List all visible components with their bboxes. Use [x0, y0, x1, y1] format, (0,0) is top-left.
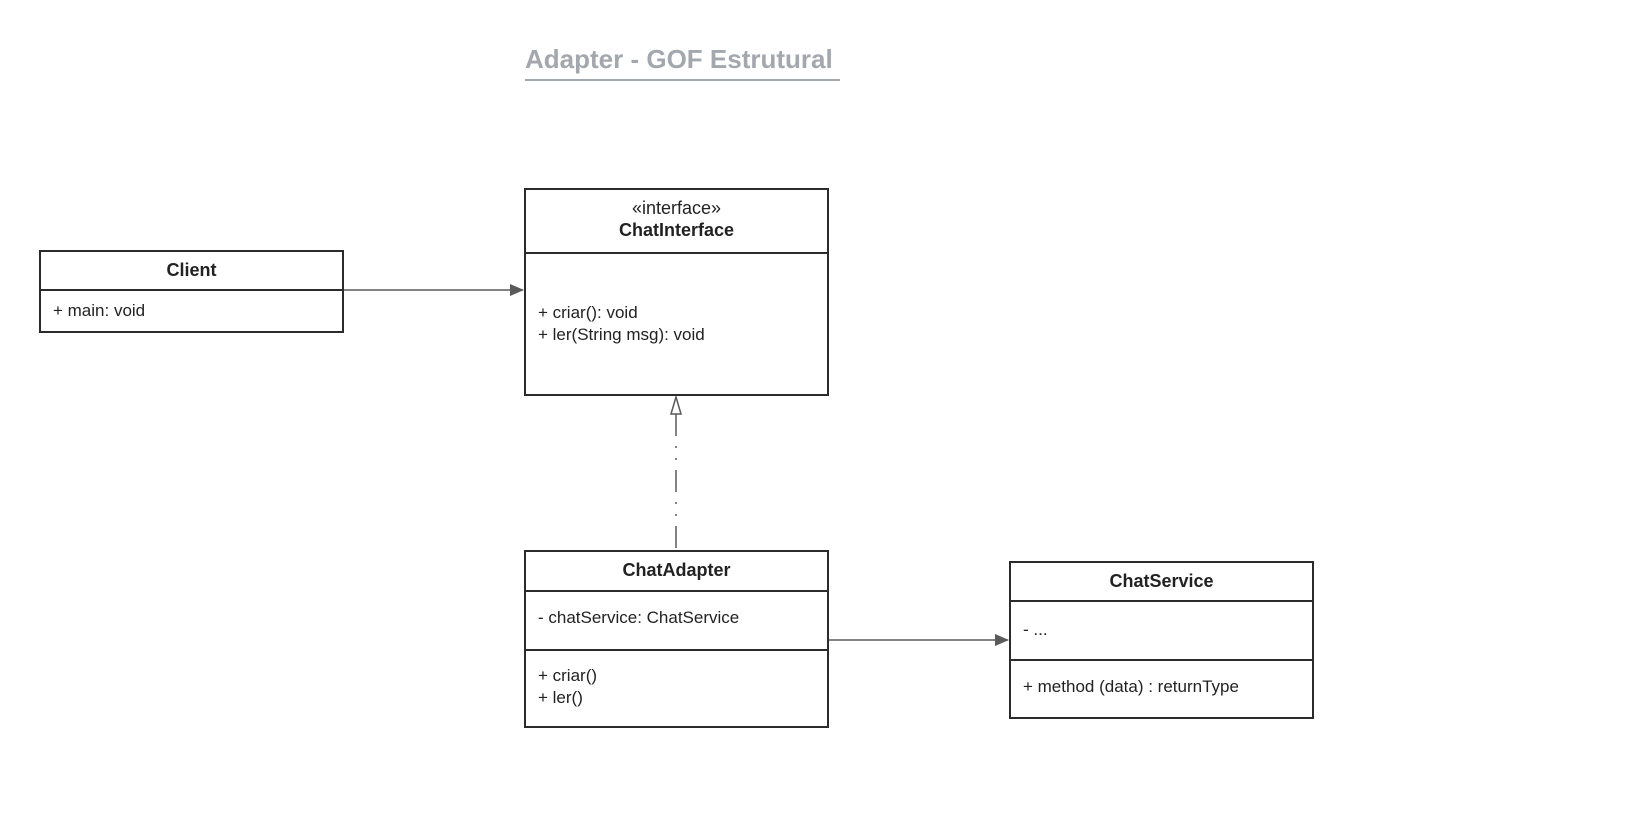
class-client-header: Client: [41, 252, 342, 289]
class-chatadapter-methods: + criar() + ler(): [526, 649, 827, 709]
class-chatinterface-method: + ler(String msg): void: [538, 325, 705, 344]
class-chatadapter-attributes: - chatService: ChatService: [526, 590, 827, 649]
class-chatservice-name: ChatService: [1109, 571, 1214, 591]
class-client[interactable]: Client + main: void: [39, 250, 344, 333]
class-client-methods: + main: void: [41, 289, 342, 322]
class-chatinterface[interactable]: «interface» ChatInterface + criar(): voi…: [524, 188, 829, 396]
class-client-method: + main: void: [53, 301, 146, 320]
class-chatinterface-method: + criar(): void: [538, 303, 638, 322]
class-chatservice-methods: + method (data) : returnType: [1011, 659, 1312, 698]
class-chatadapter-method: + ler(): [538, 688, 583, 707]
class-chatadapter-attribute: - chatService: ChatService: [538, 608, 740, 627]
class-chatservice-attribute: - ...: [1023, 620, 1048, 639]
class-chatadapter-header: ChatAdapter: [526, 552, 827, 590]
realization-arrowhead-icon: [669, 394, 683, 415]
title-underline: [525, 79, 840, 81]
class-chatinterface-methods: + criar(): void + ler(String msg): void: [526, 252, 827, 346]
class-chatinterface-header: «interface» ChatInterface: [526, 190, 827, 252]
class-chatinterface-name: ChatInterface: [618, 220, 735, 240]
class-chatadapter-method: + criar(): [538, 666, 598, 685]
class-chatservice[interactable]: ChatService - ... + method (data) : retu…: [1009, 561, 1314, 719]
class-client-name: Client: [166, 260, 217, 280]
class-chatservice-attributes: - ...: [1011, 600, 1312, 659]
class-chatservice-header: ChatService: [1011, 563, 1312, 600]
class-chatadapter-name: ChatAdapter: [622, 560, 731, 580]
class-chatinterface-stereotype: «interface»: [631, 198, 722, 218]
class-chatservice-method: + method (data) : returnType: [1023, 677, 1239, 696]
class-chatadapter[interactable]: ChatAdapter - chatService: ChatService +…: [524, 550, 829, 728]
diagram-title: Adapter - GOF Estrutural: [525, 44, 833, 74]
